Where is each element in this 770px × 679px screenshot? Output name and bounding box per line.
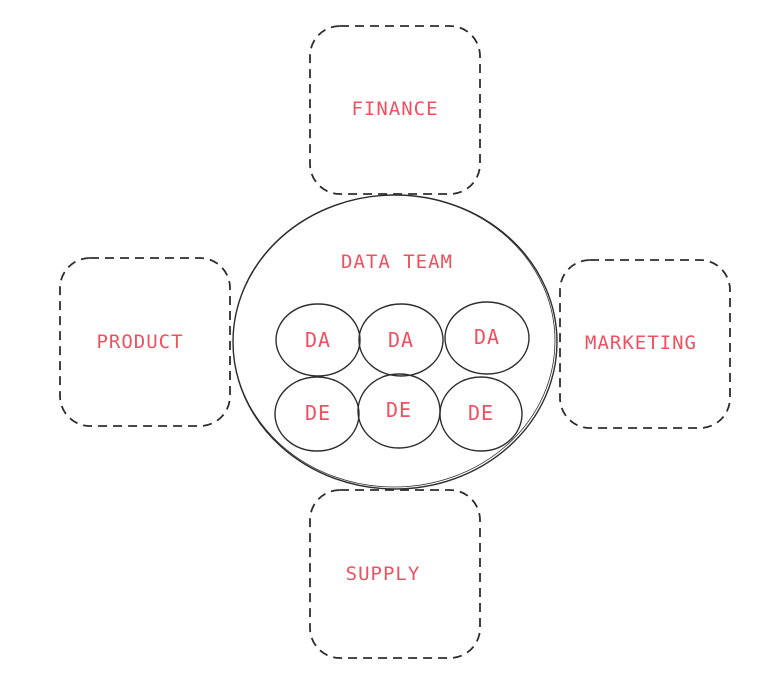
product-label: PRODUCT [96, 331, 183, 353]
finance-label: FINANCE [351, 98, 438, 120]
member-label: DA [474, 325, 500, 349]
marketing-label: MARKETING [585, 332, 697, 354]
member-label: DE [468, 401, 494, 425]
finance-box [309, 25, 481, 195]
member-circle-de-3 [439, 376, 523, 452]
data-team-title: DATA TEAM [341, 251, 453, 273]
marketing-box [559, 259, 731, 429]
member-label: DA [305, 328, 331, 352]
member-label: DA [388, 328, 414, 352]
member-label: DE [386, 398, 412, 422]
supply-box [309, 489, 481, 659]
supply-label: SUPPLY [346, 563, 421, 585]
member-circle-da-1 [275, 303, 361, 377]
member-circle-da-2 [358, 303, 444, 377]
member-circle-da-3 [444, 301, 530, 375]
product-box [59, 257, 231, 427]
data-team-circle-outline [232, 194, 556, 488]
member-circle-de-1 [274, 376, 360, 452]
member-label: DE [305, 401, 331, 425]
